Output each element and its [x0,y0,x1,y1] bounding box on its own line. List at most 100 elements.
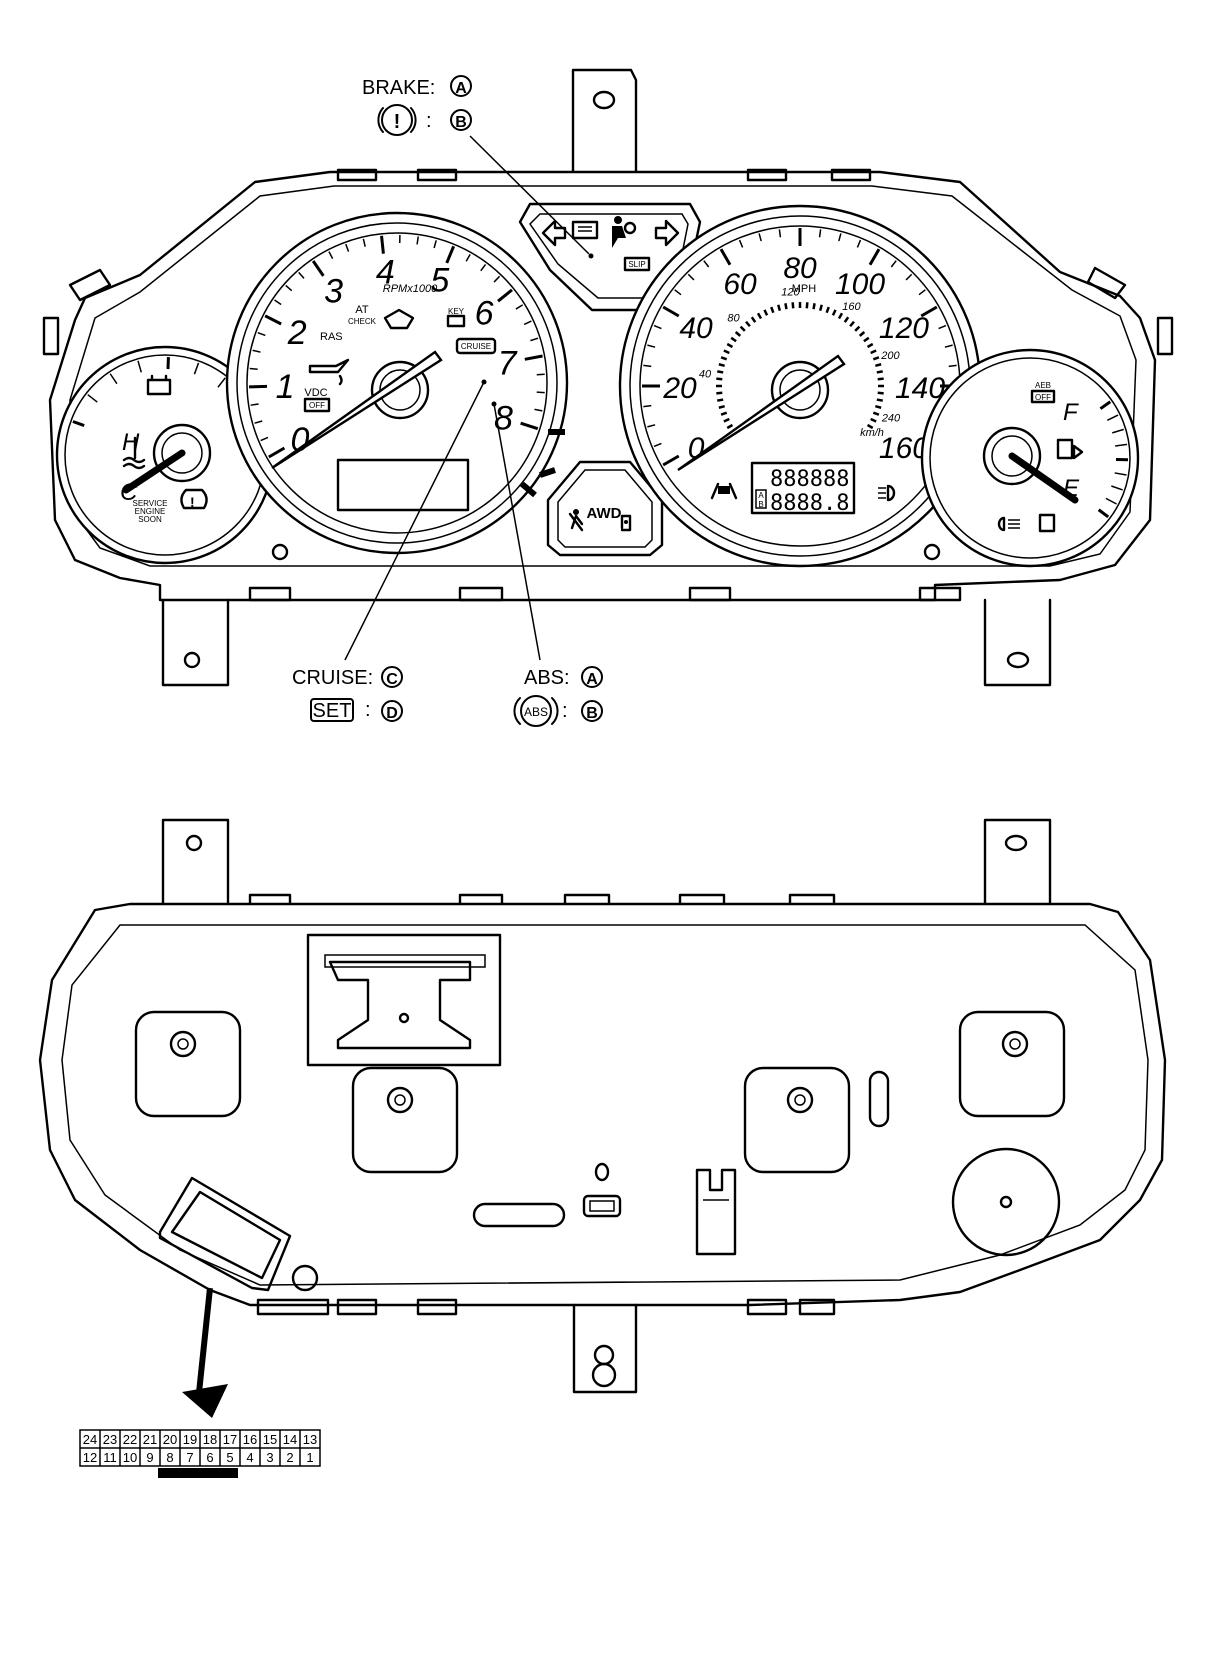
abs-label: ABS: [524,667,570,689]
speed-tick [890,260,897,268]
speedo-needle [677,354,846,472]
kmh-tick [720,356,728,361]
kmh-tick [750,316,757,323]
rear-bottom-tab [572,1303,638,1394]
kmh-tick [818,304,823,311]
kmh-tick [726,423,734,430]
speed-tick [856,239,862,248]
tire-pressure-icon: ! [180,488,208,510]
kmh-tick [875,363,882,368]
abs-warning-icon: ABS [524,705,548,719]
coolant-temp-icon [122,436,146,470]
pin-bottom: 6 [206,1450,213,1465]
kmh-tick [866,342,874,349]
tach-tick [380,235,385,254]
mph-number: 140 [895,372,945,405]
kmh-tick [849,320,855,328]
speed-tick [674,289,682,296]
fuel-full-label: F [1063,399,1079,426]
key-icon [446,314,466,328]
pin-top: 24 [83,1432,97,1447]
kmh-number: 80 [727,313,740,325]
kmh-unit: km/h [860,427,884,439]
brake-label: BRAKE: [362,77,435,99]
pin-bottom: 7 [186,1450,193,1465]
fuel-tick [1106,414,1119,421]
kmh-tick [875,404,882,409]
kmh-tick [812,303,816,310]
kmh-tick [805,302,809,309]
abs-colon: : [562,700,568,722]
kmh-tick [876,398,883,402]
fuel-tick [1105,497,1117,505]
kmh-tick [745,320,751,328]
rear-left-mount-tab [161,818,230,907]
pin-top: 20 [163,1432,177,1447]
mph-number: 120 [879,312,929,345]
pin-bottom: 8 [166,1450,173,1465]
tach-tick [445,245,456,264]
cruise-c-marker: C [386,671,398,688]
vdc-off-label: OFF [309,401,325,410]
oil-pressure-icon [308,358,350,386]
fog-lamp-icon [878,484,896,502]
tach-tick [493,275,501,283]
fuel-tick [1114,472,1127,476]
mph-number: 40 [679,312,713,345]
aeb-label: AEB [1035,381,1051,390]
speed-tick [703,260,710,268]
kmh-tick [791,302,795,309]
boss-left [134,1010,242,1118]
tach-number: 7 [498,345,518,383]
speed-tick [738,239,744,248]
kmh-tick [866,423,874,430]
kmh-tick [734,331,742,337]
speed-tick [653,442,662,448]
tach-tick [515,304,524,310]
lane-icon [710,482,738,500]
trip-b: B [758,500,763,509]
kmh-tick [770,306,775,314]
odometer-lcd [750,461,856,515]
tach-number: 4 [376,254,395,292]
kmh-tick [854,325,861,332]
speed-tick [687,273,695,281]
tach-unit: RPMx1000 [383,283,438,295]
temp-tick [87,394,98,403]
temp-tick [109,373,118,385]
tach-tick [534,408,543,412]
pin-bottom: 2 [286,1450,293,1465]
kmh-tick [720,411,728,416]
speed-tick [944,344,953,348]
abs-callout: ABS: A ABS : B [491,401,603,727]
tach-number: 3 [324,273,343,311]
main-connector [158,1176,292,1292]
kmh-number: 120 [781,286,800,298]
speed-tick [920,305,938,318]
rear-right-mount-tab [983,818,1052,907]
pin-top: 15 [263,1432,277,1447]
kmh-tick [863,336,870,343]
speed-tick [758,233,762,242]
speed-tick [647,424,656,428]
trip-a: A [758,491,764,500]
service-line-1: SERVICE [133,499,168,508]
set-colon: : [365,699,371,721]
fuel-tick [1112,428,1124,434]
buzzer [951,1147,1061,1257]
kmh-number: 160 [842,301,861,313]
speed-tick [948,364,957,368]
tach-lcd [336,458,470,512]
pin-top: 23 [103,1432,117,1447]
tach-tick [257,331,266,337]
speed-tick [938,324,947,330]
fuel-low-icon [1038,513,1056,533]
tach-tick [328,251,334,260]
fuel-empty-label: E [1063,475,1080,502]
speed-tick [662,454,680,467]
tach-needle [271,350,443,470]
slip-label: SLIP [628,260,645,269]
pin-bottom: 9 [146,1450,153,1465]
